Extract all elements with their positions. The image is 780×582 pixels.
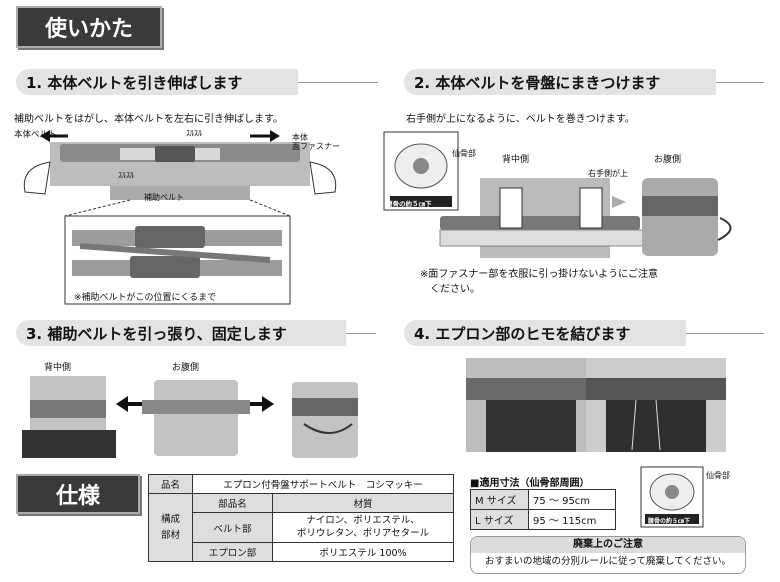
step3-illustration xyxy=(22,376,358,458)
step4-illustration xyxy=(466,358,726,452)
spec-belt-value: ナイロン、ポリエステル、 ポリウレタン、ポリアセタール xyxy=(272,512,454,543)
spec-belt-label: ベルト部 xyxy=(192,512,273,543)
spec-row-head: 構成 部材 部品名 材質 xyxy=(148,493,454,562)
sizes-sacrum-label: 仙骨部 xyxy=(706,471,730,480)
disposal-box: 廃棄上のご注意 おすまいの地域の分別ルールに従って廃棄してください。 xyxy=(470,536,746,574)
spec-row-belt: ベルト部 ナイロン、ポリエステル、 ポリウレタン、ポリアセタール xyxy=(149,512,454,543)
step1-desc: 補助ベルトをはがし、本体ベルトを左右に引き伸ばします。 xyxy=(14,114,283,125)
disposal-text: おすまいの地域の分別ルールに従って廃棄してください。 xyxy=(485,556,731,567)
spec-product-label: 品名 xyxy=(148,474,193,494)
step1-illustration xyxy=(23,130,337,305)
step2-inset-caption: 腰骨の約５㎝下 xyxy=(386,200,432,208)
step2-callout-belly: お腹側 xyxy=(654,155,682,165)
step3-callout-belly: お腹側 xyxy=(172,363,200,373)
step1-zoom-note: ※補助ベルトがこの位置にくるまで xyxy=(74,293,217,303)
step2-note: ※面ファスナー部を衣服に引っ掛けないようにご注意 ください。 xyxy=(420,269,658,295)
step2-callout-back: 背中側 xyxy=(502,155,530,165)
sacrum-inset-illustration xyxy=(640,466,704,528)
divider xyxy=(716,82,764,83)
size-name: M サイズ xyxy=(470,489,529,510)
divider xyxy=(346,333,376,334)
step1-callout-sursur-bottom: ｽﾙｽﾙ xyxy=(118,171,134,180)
step2-callout-sacrum: 仙骨部 xyxy=(452,149,476,158)
step2-callout-right-up: 右手側が上 xyxy=(588,169,628,178)
spec-table: 品名 エプロン付骨盤サポートベルト コシマッキー 構成 部材 部品名 材質 ベル… xyxy=(148,474,454,562)
sizes-title: ■適用寸法（仙骨部周囲） xyxy=(470,478,590,489)
spec-apron-value: ポリエステル 100% xyxy=(272,542,454,562)
step1-title: 1. 本体ベルトを引き伸ばします xyxy=(16,69,298,95)
size-range: 75 ～ 95cm xyxy=(528,489,616,510)
step3-title: 3. 補助ベルトを引っ張り、固定します xyxy=(16,320,346,346)
spec-head-material: 材質 xyxy=(272,493,454,513)
spec-title: 仕様 xyxy=(16,474,140,514)
size-row: L サイズ 95 ～ 115cm xyxy=(470,509,616,530)
spec-apron-label: エプロン部 xyxy=(192,542,273,562)
sizes-table: M サイズ 75 ～ 95cm L サイズ 95 ～ 115cm xyxy=(470,489,616,530)
spec-head-part: 部品名 xyxy=(192,493,273,513)
spec-product-value: エプロン付骨盤サポートベルト コシマッキー xyxy=(192,474,454,494)
disposal-title: 廃棄上のご注意 xyxy=(471,537,745,553)
size-range: 95 ～ 115cm xyxy=(528,509,616,530)
sizes-inset-caption: 腰骨の約５㎝下 xyxy=(648,518,691,525)
divider xyxy=(298,82,378,83)
step1-callout-body-fastener: 本体 面ファスナー xyxy=(292,133,340,151)
spec-group-label: 構成 部材 xyxy=(148,493,193,562)
size-row: M サイズ 75 ～ 95cm xyxy=(470,489,616,510)
step3-callout-back: 背中側 xyxy=(44,363,72,373)
size-name: L サイズ xyxy=(470,509,529,530)
step1-callout-main-belt: 本体ベルト xyxy=(14,130,57,140)
step4-title: 4. エプロン部のヒモを結びます xyxy=(404,320,686,346)
usage-title: 使いかた xyxy=(16,6,162,48)
step1-callout-sursur-top: ｽﾙｽﾙ xyxy=(186,129,202,138)
spec-row-apron: エプロン部 ポリエステル 100% xyxy=(149,542,454,562)
spec-row-product: 品名 エプロン付骨盤サポートベルト コシマッキー xyxy=(148,474,454,494)
step2-illustration xyxy=(383,131,732,258)
step2-title: 2. 本体ベルトを骨盤にまきつけます xyxy=(404,69,716,95)
step2-desc: 右手側が上になるように、ベルトを巻きつけます。 xyxy=(406,114,635,125)
step1-callout-aux-belt: 補助ベルト xyxy=(144,193,184,202)
divider xyxy=(686,333,764,334)
